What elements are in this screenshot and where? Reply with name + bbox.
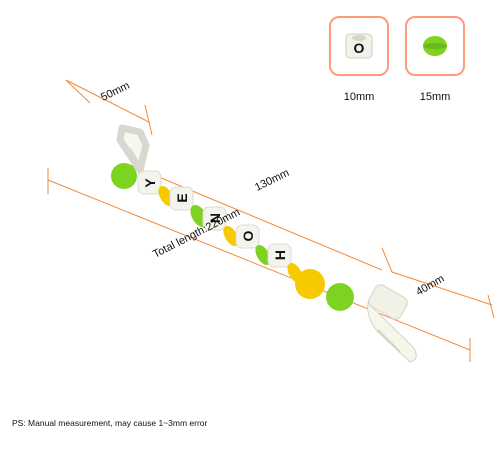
letter-bead-y [137, 170, 162, 195]
ribbon-strap [116, 124, 150, 174]
letter-bead-e [169, 186, 194, 211]
thumbnail-letter-bead: O [329, 16, 389, 76]
pacifier-clip [367, 284, 417, 363]
green-round-bead-icon [423, 36, 447, 56]
dimension-lines [47, 79, 495, 362]
thumbnail-label-15mm: 15mm [419, 91, 451, 103]
bead-letters: Y E N O H [142, 178, 288, 260]
svg-text:O: O [354, 40, 365, 56]
letter-bead-h [267, 243, 292, 268]
letter-bead-icon: O [345, 33, 373, 59]
bead-letter: H [272, 250, 288, 260]
measurement-note: PS: Manual measurement, may cause 1~3mm … [12, 418, 208, 428]
letter-bead-n [202, 206, 227, 231]
yellow-bead-large [295, 269, 325, 299]
thumbnail-label-10mm: 10mm [343, 91, 375, 103]
bead-chain [111, 163, 354, 311]
bead-letter: Y [142, 178, 158, 188]
bead-letter: E [174, 193, 190, 202]
green-bead-2 [326, 283, 354, 311]
bead-letter: O [240, 230, 256, 241]
bead-letter: N [207, 213, 223, 223]
letter-bead-o [235, 224, 260, 249]
thumbnail-green-bead [405, 16, 465, 76]
green-bead-1 [111, 163, 137, 189]
